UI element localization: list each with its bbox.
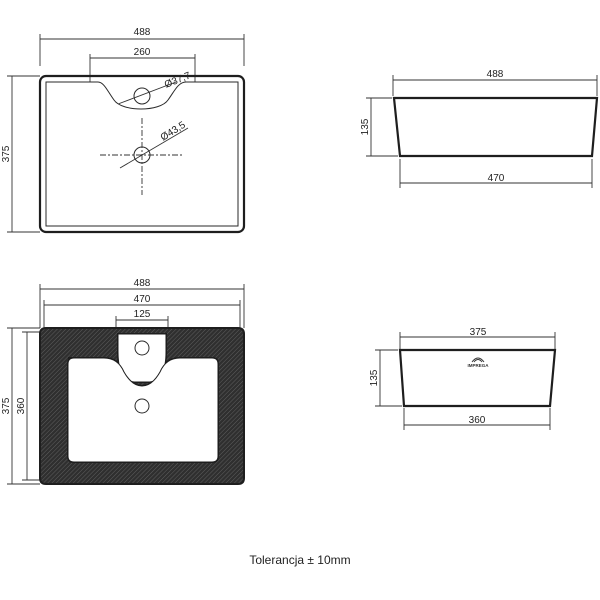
- dim-label: 470: [488, 173, 505, 184]
- dim-short-bottom-360: 360: [403, 408, 551, 430]
- dim-label: 488: [487, 69, 504, 80]
- dim-short-top-375: 375: [399, 327, 556, 352]
- dim-section-470: 470: [43, 294, 241, 328]
- top-view: 488 260 375 Ø37,7 Ø43,5: [1, 27, 246, 234]
- basin-side-profile: [392, 96, 599, 158]
- dim-label: 125: [134, 309, 151, 320]
- side-view-long: 488 135 470: [360, 69, 599, 188]
- section-view: 488 470 125 375 360: [1, 278, 245, 485]
- logo-text: IMPREGA: [467, 363, 489, 368]
- dim-label: 470: [134, 294, 151, 305]
- tolerance-caption: Tolerancja ± 10mm: [249, 553, 351, 567]
- dim-label: 135: [369, 369, 380, 386]
- basin-short-profile: [398, 348, 557, 408]
- tap-hole-leader: [117, 81, 177, 105]
- brand-logo: IMPREGA: [467, 357, 489, 368]
- dim-top-height-375: 375: [1, 75, 40, 233]
- dim-label: 375: [470, 327, 487, 338]
- drain-hole-section: [134, 398, 150, 414]
- tap-hole: [133, 87, 151, 105]
- dim-label: 260: [134, 47, 151, 58]
- dim-label: 360: [16, 397, 27, 414]
- basin-outline: [38, 74, 246, 234]
- dim-side-height-135: 135: [360, 97, 398, 157]
- dim-section-488: 488: [39, 278, 245, 328]
- bowl-cavity: [67, 357, 219, 463]
- dim-short-height-135: 135: [369, 349, 402, 407]
- dim-label: 375: [1, 397, 12, 414]
- dim-label-drain: Ø43,5: [159, 120, 188, 144]
- side-view-short: 375 IMPREGA 135 360: [369, 327, 557, 430]
- dim-label: 360: [469, 415, 486, 426]
- dim-tap-area-260: 260: [89, 47, 196, 82]
- dim-top-width-488: 488: [39, 27, 245, 66]
- dim-side-top-488: 488: [392, 69, 598, 96]
- tap-hole-section: [134, 340, 150, 356]
- dim-section-375: 375: [1, 327, 40, 485]
- dim-label: 135: [360, 118, 371, 135]
- dim-side-bottom-470: 470: [399, 159, 593, 188]
- dim-section-360: 360: [16, 331, 40, 481]
- dim-label: 375: [1, 145, 12, 162]
- dim-label: 488: [134, 27, 151, 38]
- dim-label: 488: [134, 278, 151, 289]
- drain-leader: [119, 127, 189, 169]
- basin-inner-rim: [45, 81, 239, 227]
- dim-label-tap-hole: Ø37,7: [163, 70, 193, 91]
